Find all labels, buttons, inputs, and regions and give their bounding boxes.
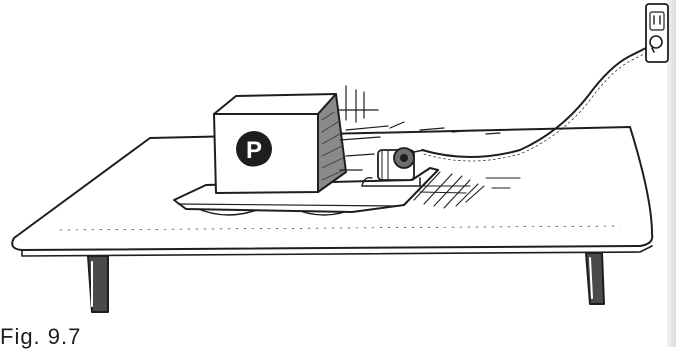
logo-letter: P <box>246 137 262 164</box>
power-cord <box>422 44 654 157</box>
box: P <box>214 94 346 193</box>
wall-outlet <box>646 4 668 62</box>
box-top <box>214 94 336 114</box>
figure-caption: Fig. 9.7 <box>0 326 81 348</box>
box-side <box>318 94 346 192</box>
table-leg-right <box>586 253 604 304</box>
